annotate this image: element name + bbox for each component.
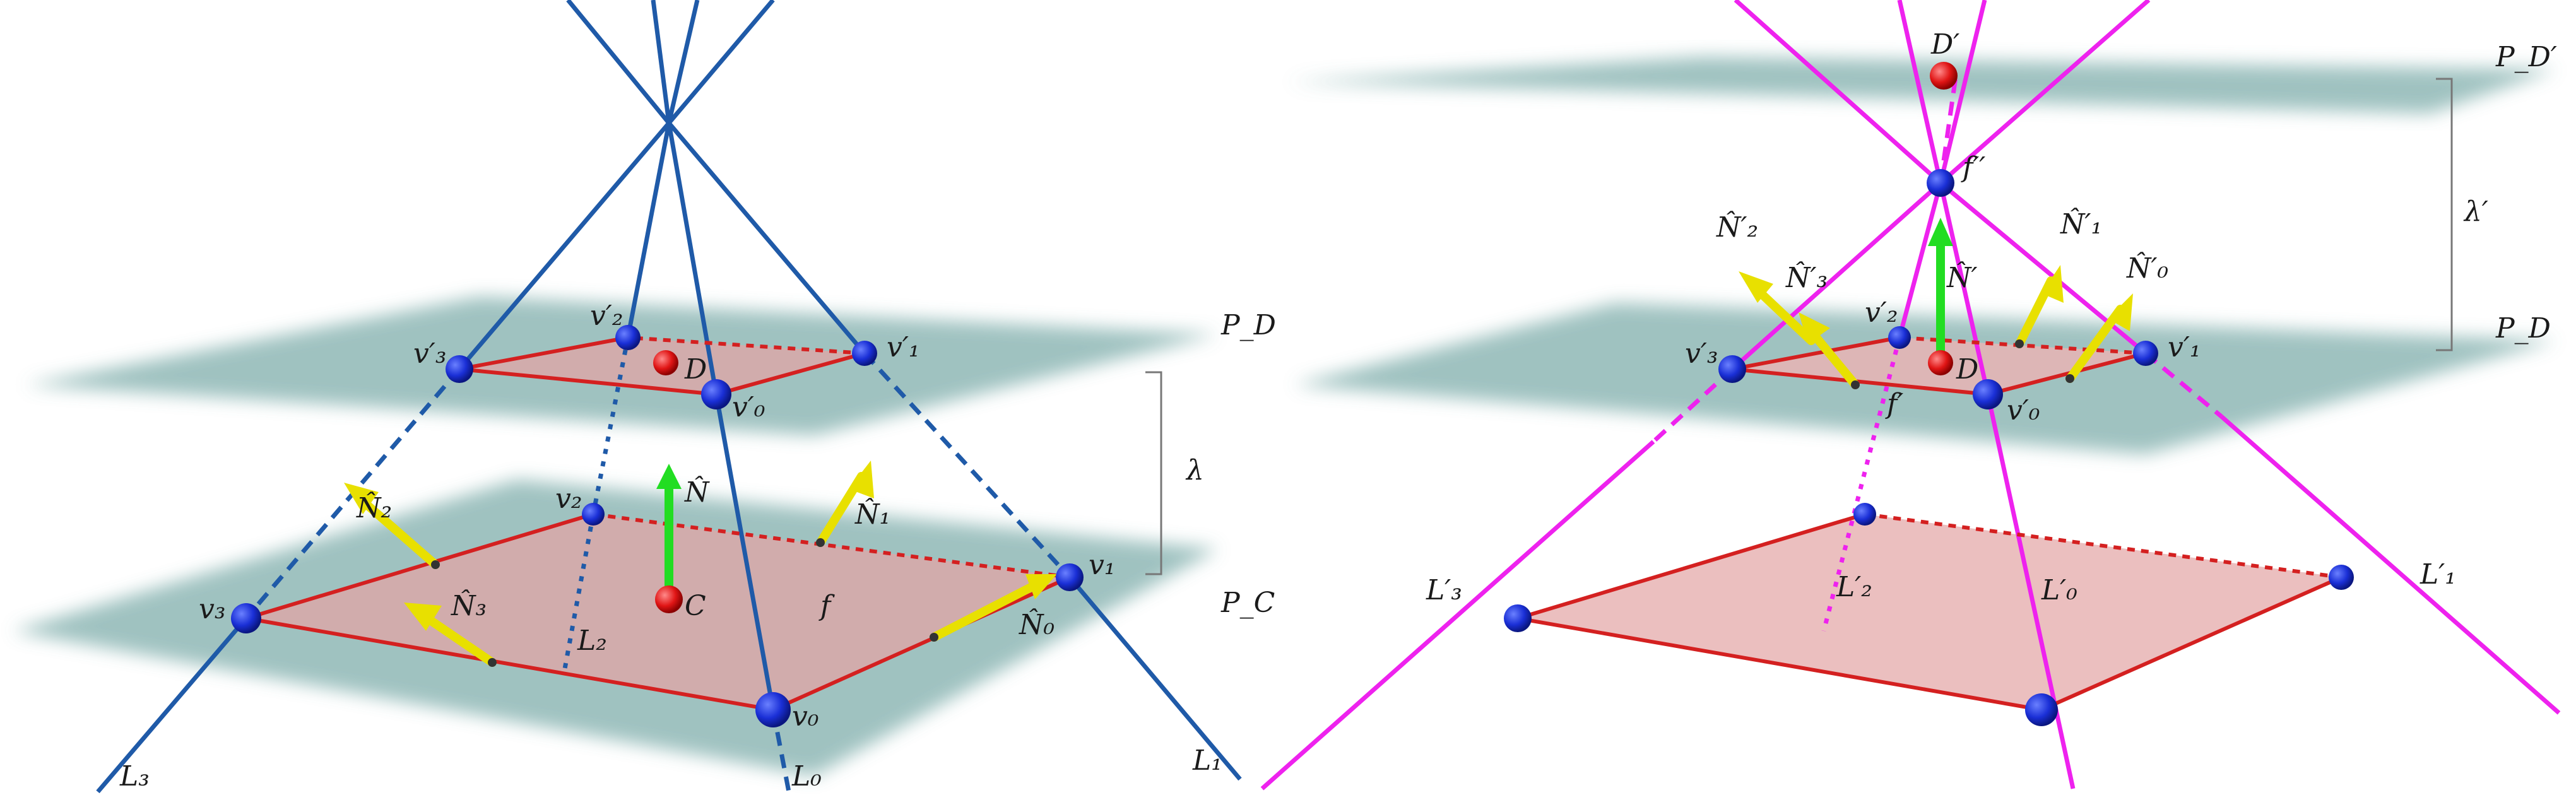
- face-f-left: [246, 514, 1070, 710]
- magenta-lines: [1260, 0, 2561, 791]
- label-d-right: D: [1956, 353, 1978, 385]
- label-pdp: P_D′: [2495, 41, 2557, 73]
- left-panel: v′₃ v′₂ v′₁ v′₀ D v₃ v₂ v₁ v₀ N̂ N̂₁ N̂₂…: [13, 0, 1276, 794]
- label-n: N̂: [684, 475, 710, 509]
- label-lambda: λ: [1185, 454, 1204, 486]
- point-d-right: [1928, 350, 1953, 375]
- label-dp: D′: [1930, 28, 1959, 61]
- label-c: C: [685, 590, 706, 622]
- vertex-v1p-right: [2133, 341, 2158, 366]
- vertex-v2: [582, 503, 605, 526]
- label-l3p: L′₃: [1426, 574, 1462, 606]
- label-l0p: L′₀: [2041, 574, 2077, 606]
- yellow-normals-left: [344, 461, 1057, 667]
- vertex-v3p-right: [1718, 355, 1746, 383]
- vertex-l0p: [2025, 693, 2058, 726]
- label-l2: L₂: [577, 625, 607, 657]
- label-d: D: [684, 353, 707, 385]
- vertex-v0: [755, 692, 791, 727]
- point-fpp: [1927, 169, 1954, 197]
- vertex-v0p-right: [1973, 379, 2003, 409]
- label-v2p: v′₂: [590, 300, 623, 332]
- label-n3p: N̂′₃: [1785, 261, 1828, 294]
- vertex-v3: [231, 603, 261, 633]
- vertices-right: [1504, 62, 2354, 726]
- label-l1p: L′₁: [2419, 558, 2456, 591]
- face-lower-right: [1518, 514, 2341, 710]
- label-fpp: f′′: [1961, 151, 1985, 184]
- labels-right: D′ P_D′ f′′ λ′ P_D N̂′₂ N̂′₃ N̂′ N̂′₁ N̂…: [1426, 28, 2557, 606]
- vertices-left: [231, 325, 1084, 727]
- label-l2p: L′₂: [1836, 571, 1872, 603]
- vertex-l3p: [1504, 604, 1532, 632]
- point-c: [655, 585, 683, 613]
- label-n1p: N̂′₁: [2060, 207, 2102, 240]
- vertex-v1p: [852, 341, 877, 366]
- green-normal-right: [1928, 218, 1953, 363]
- vertex-v2p-right: [1888, 326, 1911, 349]
- label-n1: N̂₁: [854, 497, 890, 531]
- line-l1: [667, 121, 866, 355]
- line-l0p: [1938, 182, 1990, 395]
- label-l3: L₃: [119, 760, 150, 792]
- vertex-l2p: [1853, 503, 1876, 526]
- green-normal-left: [656, 464, 682, 596]
- point-dp: [1930, 62, 1958, 90]
- label-pd-right: P_D: [2495, 312, 2551, 344]
- label-v0p: v′₀: [732, 391, 765, 423]
- line-l2p: [1897, 182, 1943, 338]
- label-pc: P_C: [1220, 587, 1275, 619]
- label-pd: P_D: [1220, 309, 1276, 341]
- red-edges-right: [1517, 336, 2343, 712]
- line-l3p: [1730, 181, 1942, 371]
- plane-pdp-right: [1287, 57, 2556, 114]
- lambda-bracket: [1145, 371, 1162, 575]
- vertex-v0p: [701, 379, 731, 409]
- label-l1: L₁: [1192, 744, 1222, 777]
- label-v1p: v′₁: [887, 331, 920, 363]
- right-panel: D′ P_D′ f′′ λ′ P_D N̂′₂ N̂′₃ N̂′ N̂′₁ N̂…: [1260, 0, 2561, 791]
- yellow-normals-right: [1739, 265, 2133, 389]
- label-v1: v₁: [1089, 549, 1116, 581]
- label-v3p-right: v′₃: [1685, 338, 1718, 370]
- label-n0p: N̂′₀: [2126, 251, 2168, 285]
- vertex-v3p: [446, 355, 473, 383]
- label-l0: L₀: [791, 760, 822, 792]
- label-n2p: N̂′₂: [1716, 210, 1758, 244]
- vertex-l1p: [2329, 565, 2354, 590]
- label-v3: v₃: [199, 593, 226, 625]
- lambda-prime-bracket: [2436, 78, 2453, 351]
- label-v0p-right: v′₀: [2007, 394, 2040, 426]
- label-n0: N̂₀: [1019, 608, 1055, 641]
- line-l2: [625, 122, 671, 338]
- blue-lines: [96, 0, 1242, 794]
- label-fp: f′: [1885, 388, 1903, 420]
- label-n2: N̂₂: [356, 491, 392, 524]
- label-v1p-right: v′₁: [2168, 331, 2201, 363]
- line-l0: [666, 122, 719, 395]
- vertex-v2p: [615, 325, 641, 350]
- label-v3p: v′₃: [413, 338, 447, 370]
- label-v2: v₂: [555, 483, 582, 515]
- line-l3: [458, 121, 671, 371]
- label-v0: v₀: [792, 700, 819, 732]
- vertex-v1: [1056, 563, 1084, 591]
- red-edges-left: [245, 336, 1071, 712]
- label-v2p-right: v′₂: [1865, 297, 1898, 329]
- label-np: N̂′: [1946, 261, 1978, 294]
- label-lambdap: λ′: [2463, 196, 2488, 228]
- point-d: [653, 350, 678, 375]
- label-n3: N̂₃: [451, 589, 487, 622]
